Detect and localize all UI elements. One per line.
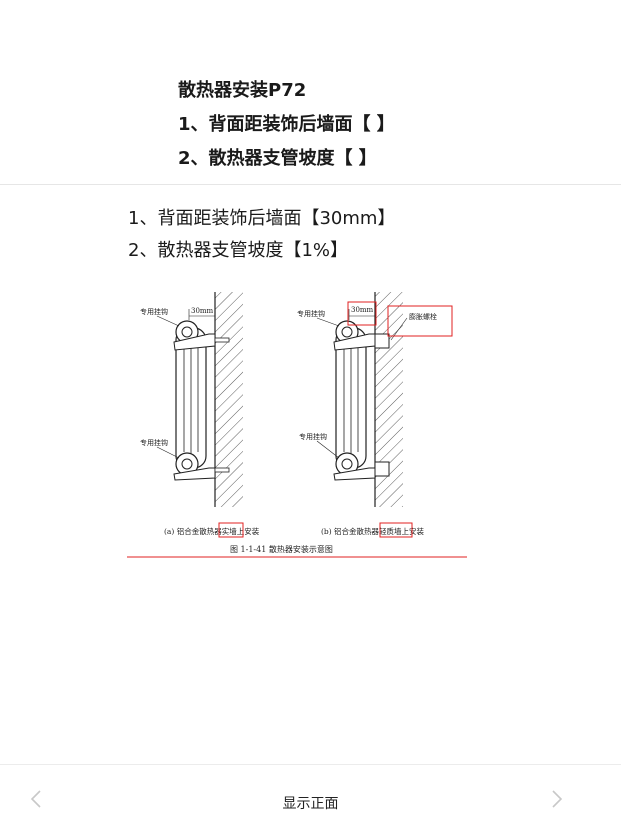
diagram-light-wall: 30mm 膨胀螺栓 专用挂钩 专用挂钩 (b) 铝合金散热器轻质墙上安装 bbox=[297, 292, 453, 538]
highlight-box bbox=[218, 522, 244, 538]
chevron-right-icon[interactable] bbox=[550, 789, 564, 809]
answer-line-2: 2、散热器支管坡度【1%】 bbox=[128, 240, 349, 261]
figure-caption: 图 1-1-41 散热器安装示意图 bbox=[230, 544, 333, 554]
caption-b: (b) 铝合金散热器轻质墙上安装 bbox=[321, 526, 425, 536]
highlight-box bbox=[387, 305, 453, 337]
caption-a: (a) 铝合金散热器实墙上安装 bbox=[164, 526, 260, 536]
highlight-box bbox=[347, 301, 377, 326]
dimension-label: 30mm bbox=[351, 306, 374, 314]
question-line-1: 1、背面距装饰后墙面【 】 bbox=[178, 114, 395, 135]
bottom-toolbar: 显示正面 bbox=[0, 764, 621, 823]
hook-label: 专用挂钩 bbox=[140, 307, 168, 316]
show-front-button[interactable]: 显示正面 bbox=[282, 796, 339, 812]
answer-block: 1、背面距装饰后墙面【30mm】 2、散热器支管坡度【1%】 bbox=[128, 203, 395, 267]
bolt-label: 膨胀螺栓 bbox=[409, 312, 437, 321]
caption-highlight: 实墙 bbox=[222, 526, 237, 536]
hook-label: 专用挂钩 bbox=[140, 438, 168, 447]
chevron-left-icon[interactable] bbox=[29, 789, 43, 809]
hook-label: 专用挂钩 bbox=[297, 309, 325, 318]
wall-hatch bbox=[215, 292, 243, 507]
highlight-box bbox=[379, 522, 413, 538]
dimension-label: 30mm bbox=[191, 307, 214, 315]
diagram-solid-wall: 30mm 专用挂钩 专用挂钩 (a) 铝合金散热器实墙上安装 bbox=[140, 292, 260, 538]
question-title: 散热器安装P72 bbox=[178, 80, 307, 101]
hook-label: 专用挂钩 bbox=[299, 432, 327, 441]
radiator-installation-figure: 30mm 专用挂钩 专用挂钩 (a) 铝合金散热器实墙上安装 bbox=[127, 284, 467, 560]
divider bbox=[0, 184, 621, 185]
caption-highlight: 轻质墙 bbox=[379, 526, 402, 536]
question-block: 散热器安装P72 1、背面距装饰后墙面【 】 2、散热器支管坡度【 】 bbox=[178, 74, 395, 176]
question-line-2: 2、散热器支管坡度【 】 bbox=[178, 148, 377, 169]
answer-line-1: 1、背面距装饰后墙面【30mm】 bbox=[128, 208, 396, 229]
